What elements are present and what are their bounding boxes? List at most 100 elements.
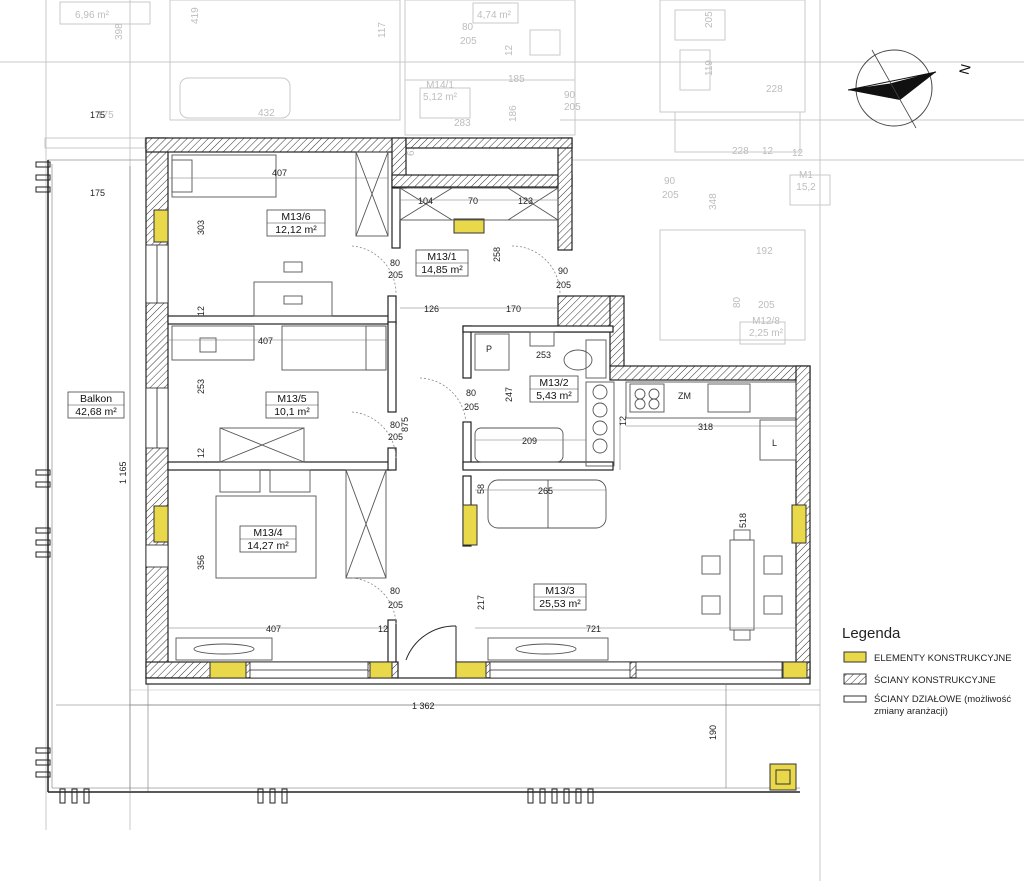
legend-item-partition-walls: ŚCIANY DZIAŁOWE (możliwość zmiany aranża…: [874, 693, 1014, 717]
dim-518: 518: [738, 513, 748, 528]
dim-12-a: 12: [196, 306, 206, 316]
legend-title: Legenda: [842, 625, 901, 642]
dimension-lines: [56, 166, 800, 792]
dim-407-top: 407: [272, 168, 287, 178]
furniture: [171, 151, 797, 661]
legend-swatch-structural: [843, 651, 867, 663]
room-label: M13/114,85 m²: [415, 249, 469, 277]
dim-217: 217: [476, 595, 486, 610]
door2-height: 205: [556, 280, 571, 290]
room-label: M13/510,1 m²: [265, 391, 319, 419]
dim-190: 190: [708, 725, 718, 740]
ghost-dimension: 228: [766, 84, 783, 95]
room-area: 42,68 m²: [75, 406, 117, 418]
dim-253-left: 253: [196, 379, 206, 394]
dim-126: 126: [424, 304, 439, 314]
ghost-dimension: 205: [704, 11, 715, 28]
ghost-dimension: 90: [564, 90, 576, 101]
ghost-dimension: 432: [258, 108, 275, 119]
ghost-room-area: 5,12 m²: [423, 92, 458, 103]
dim-209: 209: [522, 436, 537, 446]
ghost-room-id: M14/1: [426, 80, 454, 91]
room-area: 25,53 m²: [539, 598, 581, 610]
legend-swatch-bearing-walls: [843, 673, 867, 685]
ghost-dimension: 419: [190, 7, 201, 24]
room-id: M13/5: [277, 393, 306, 405]
dim-407-mid: 407: [258, 336, 273, 346]
ghost-dimension: 205: [758, 300, 775, 311]
ghost-dimension: 117: [377, 22, 388, 38]
ghost-dimension: 205: [564, 102, 581, 113]
dim-175-a: 175: [90, 110, 105, 120]
dim-247: 247: [504, 387, 514, 402]
door4-height: 205: [464, 402, 479, 412]
ghost-dimension: 348: [708, 193, 719, 210]
door3-width: 80: [390, 420, 400, 430]
room-id: M13/2: [539, 377, 568, 389]
dim-12-b: 12: [618, 416, 628, 426]
ghost-dimension: 12: [762, 146, 774, 157]
legend-swatch-partition-walls: [843, 695, 867, 703]
dim-303: 303: [196, 220, 206, 235]
ghost-room-area: 2,25 m²: [749, 328, 784, 339]
door1-height: 205: [388, 270, 403, 280]
door2-width: 90: [558, 266, 568, 276]
ghost-room-area: 6,96 m²: [75, 10, 110, 21]
room-label: M13/414,27 m²: [239, 525, 297, 553]
door4-width: 80: [466, 388, 476, 398]
compass-north-label: N: [956, 62, 974, 76]
room-id: M13/4: [253, 527, 282, 539]
boiler-p-label: P: [486, 344, 492, 354]
dim-12-c: 12: [196, 448, 206, 458]
ghost-dimension: 80: [462, 22, 474, 33]
room-area: 5,43 m²: [536, 390, 572, 402]
ghost-dimension: 119: [704, 60, 715, 76]
dim-12-bot: 12: [378, 624, 388, 634]
door3-height: 205: [388, 432, 403, 442]
dim-253-bath: 253: [536, 350, 551, 360]
ghost-room-id: M1: [799, 170, 813, 181]
dim-58: 58: [476, 484, 486, 494]
ghost-dimension: 90: [664, 176, 676, 187]
ghost-dimension: 12: [504, 44, 515, 56]
door5-width: 80: [390, 586, 400, 596]
compass: N: [847, 49, 974, 129]
ghost-dimension: 175: [97, 110, 114, 121]
room-label: M13/325,53 m²: [533, 583, 587, 611]
door1-width: 80: [390, 258, 400, 268]
doors: [351, 245, 561, 662]
ghost-dimension: 80: [732, 296, 743, 308]
structural-elements: [153, 209, 808, 791]
legend: Legenda ELEMENTY KONSTRUKCYJNE ŚCIANY KO…: [842, 625, 1014, 717]
room-area: 14,85 m²: [421, 264, 463, 276]
room-area: 14,27 m²: [247, 540, 289, 552]
room-area: 12,12 m²: [275, 224, 317, 236]
dim-123: 123: [518, 196, 533, 206]
ghost-dimension: 192: [756, 246, 773, 257]
dim-356: 356: [196, 555, 206, 570]
room-label: M13/612,12 m²: [266, 209, 326, 237]
dim-170: 170: [506, 304, 521, 314]
balcony-posts: [35, 161, 594, 804]
room-id: M13/1: [427, 251, 456, 263]
room-area: 10,1 m²: [274, 406, 310, 418]
dim-407-bot: 407: [266, 624, 281, 634]
fixture-l-label: L: [772, 438, 777, 448]
dimension-labels: 407 303 104 70 123 258 126 170 12 407 25…: [90, 110, 777, 740]
ghost-dimension: 205: [460, 36, 477, 47]
room-id: Balkon: [80, 393, 112, 405]
neighbour-ghost-labels: 6,96 m² 4,74 m² M14/15,12 m² M12/82,25 m² M1…: [75, 7, 816, 339]
ghost-room-id: M12/8: [752, 316, 780, 327]
ghost-dimension: 283: [454, 118, 471, 129]
dim-70: 70: [468, 196, 478, 206]
dim-258: 258: [492, 247, 502, 262]
ghost-dimension: 398: [114, 23, 125, 40]
fridge-zm-label: ZM: [678, 391, 691, 401]
ghost-dimension: 185: [508, 74, 525, 85]
dim-1165: 1 165: [118, 461, 128, 484]
ghost-room-area: 4,74 m²: [477, 10, 512, 21]
